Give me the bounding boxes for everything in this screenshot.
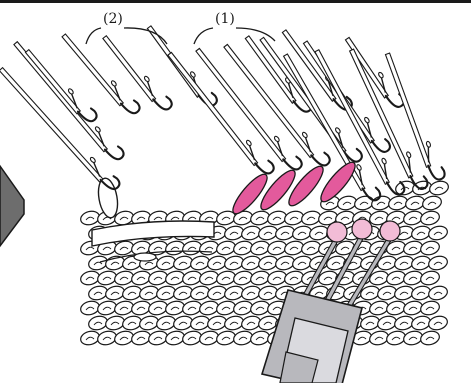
label-group-1: (1) <box>215 11 235 27</box>
needle-latch-spoon <box>144 75 151 82</box>
group-2-bracket-left <box>86 28 101 44</box>
light-pink-loop <box>327 222 347 242</box>
knit-stitch <box>427 254 449 271</box>
group-1-bracket-left <box>194 28 213 44</box>
needle-latch-spoon <box>89 157 96 164</box>
needle-shaft <box>245 36 296 103</box>
latch-needle <box>385 49 446 182</box>
needle-hook <box>121 95 142 116</box>
knit-stitch <box>428 179 450 196</box>
needle-shaft <box>385 53 430 167</box>
knit-stitch <box>419 269 441 286</box>
knit-stitch-loop <box>428 179 450 196</box>
knit-stitch <box>419 329 441 346</box>
knit-stitch-loop <box>419 299 441 316</box>
sinker-slot <box>134 253 156 261</box>
needle-hook <box>428 161 446 181</box>
top-border <box>0 0 471 3</box>
needle-latch-spoon <box>364 117 370 124</box>
knit-stitch-loop <box>421 194 443 211</box>
knit-stitch-loop <box>427 314 449 331</box>
label-group-2: (2) <box>103 11 123 27</box>
needle-hook <box>105 141 126 162</box>
knit-stitch <box>419 209 441 226</box>
knit-stitch <box>427 224 449 241</box>
latch-needle <box>168 46 276 178</box>
needle-latch-spoon <box>302 131 309 138</box>
needle-hook <box>153 91 174 112</box>
knit-stitch <box>421 194 443 211</box>
knit-stitch <box>427 314 449 331</box>
needle-hook <box>255 155 276 176</box>
light-pink-loop <box>380 221 400 241</box>
knit-stitch <box>419 239 441 256</box>
needle-latch-spoon <box>356 164 362 171</box>
knit-stitch-loop <box>427 254 449 271</box>
knit-stitch <box>427 284 449 301</box>
needle-shaft <box>62 34 123 106</box>
needle-latch-spoon <box>274 135 281 142</box>
knit-stitch-loop <box>419 329 441 346</box>
knit-stitch-loop <box>419 209 441 226</box>
needle-latch-spoon <box>335 127 341 134</box>
knit-stitch-loop <box>427 284 449 301</box>
latch-needle <box>103 29 174 114</box>
latch-needle <box>25 43 98 126</box>
knit-stitch-loop <box>419 239 441 256</box>
needle-hook <box>283 151 304 172</box>
needle-latch-spoon <box>68 88 75 95</box>
light-pink-loop <box>352 219 372 239</box>
knit-stitch-loop <box>419 269 441 286</box>
edge-loop <box>96 177 121 220</box>
needle-latch-spoon <box>378 72 384 79</box>
pointer-marker <box>0 166 24 246</box>
needle-shaft <box>350 49 413 178</box>
needle-latch-spoon <box>426 141 431 148</box>
needle-latch-spoon <box>95 126 102 133</box>
needle-hook <box>311 147 332 168</box>
knit-stitch <box>419 299 441 316</box>
knit-stitch-loop <box>427 224 449 241</box>
needle-latch-spoon <box>111 80 118 87</box>
latch-needle <box>245 30 314 117</box>
needle-latch-spoon <box>246 139 253 146</box>
background-needles <box>14 20 406 165</box>
group-1-bracket-right <box>236 28 275 41</box>
foreground-needles <box>0 31 446 219</box>
needle-latch-spoon <box>381 158 387 165</box>
needle-latch-spoon <box>406 151 412 158</box>
